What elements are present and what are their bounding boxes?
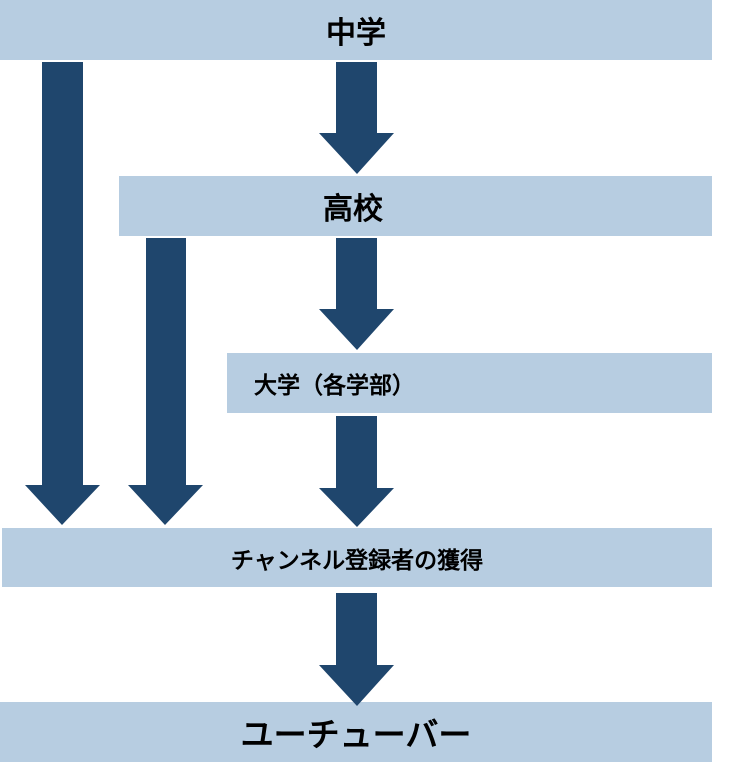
node-subscribers: チャンネル登録者の獲得 <box>2 528 712 587</box>
arrow-high-school-to-university <box>319 238 394 350</box>
arrow-junior-high-to-subscribers <box>25 62 100 525</box>
node-junior-high: 中学 <box>0 0 712 60</box>
node-label: チャンネル登録者の獲得 <box>230 547 484 574</box>
node-label: 大学（各学部） <box>254 373 415 399</box>
arrow-subscribers-to-youtuber <box>319 593 394 706</box>
node-label: 高校 <box>323 192 383 227</box>
node-label: 中学 <box>326 16 386 51</box>
arrow-junior-high-to-high-school <box>319 62 394 174</box>
node-university: 大学（各学部） <box>227 353 712 413</box>
node-label: ユーチューバー <box>240 715 472 754</box>
arrow-high-school-to-subscribers <box>128 238 203 525</box>
arrow-university-to-subscribers <box>319 416 394 527</box>
node-high-school: 高校 <box>119 176 712 236</box>
node-youtuber: ユーチューバー <box>0 702 712 762</box>
